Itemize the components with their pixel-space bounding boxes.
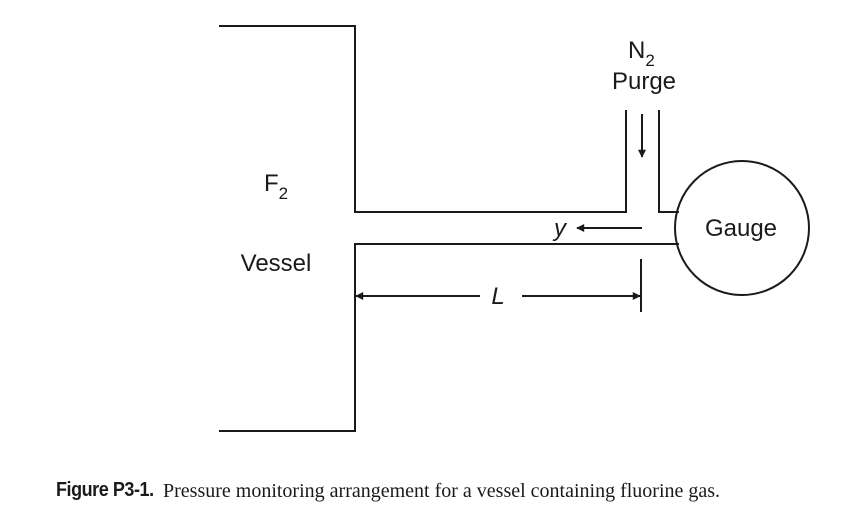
figure-caption-text: Pressure monitoring arrangement for a ve…	[163, 480, 721, 502]
vessel-label: Vessel	[241, 250, 312, 277]
vessel-lower-wall	[219, 243, 356, 432]
gauge-label: Gauge	[705, 215, 777, 242]
purge-label: Purge	[612, 68, 676, 95]
figure-number: Figure P3-1.	[56, 479, 154, 501]
vessel-upper-wall	[219, 25, 356, 213]
figure-caption: Figure P3-1. Pressure monitoring arrange…	[56, 479, 720, 502]
length-variable-label: L	[491, 283, 504, 310]
f2-label: F2	[264, 170, 288, 203]
flow-variable-label: y	[552, 215, 568, 242]
n2-label: N2	[628, 37, 655, 70]
gauge-circle	[674, 160, 810, 296]
